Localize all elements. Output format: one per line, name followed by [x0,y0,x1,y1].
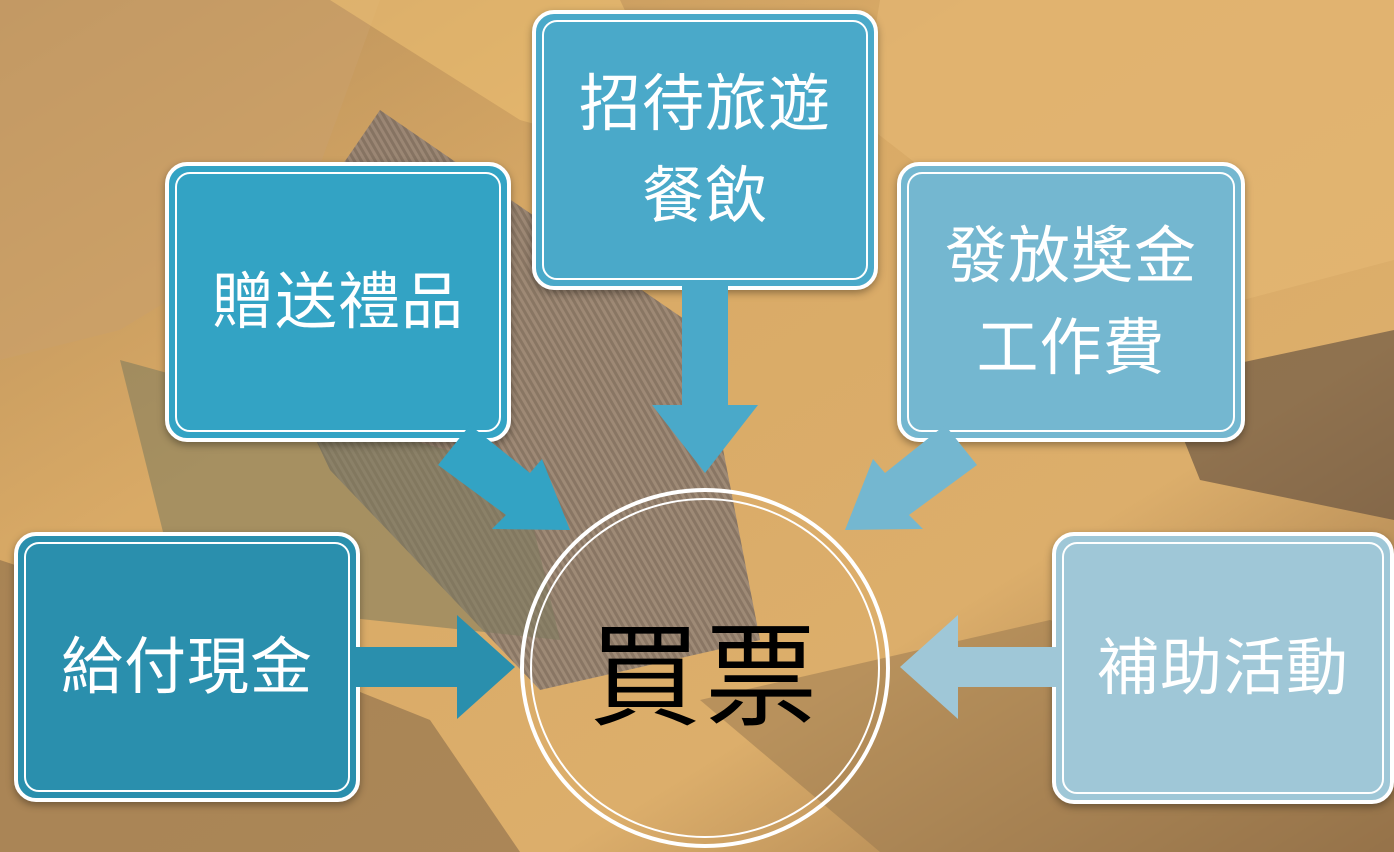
box-give-gifts-line-1: 贈送禮品 [211,265,464,338]
box-hospitality-line-1: 招待旅遊 [578,67,831,140]
box-bonus-line-1: 發放獎金 [944,219,1197,292]
arrow-from-cash [355,615,515,719]
box-bonus-line-2: 工作費 [976,311,1166,384]
box-give-gifts-label: 贈送禮品 [212,256,464,348]
box-hospitality-label: 招待旅遊 餐飲 [579,58,831,242]
box-subsidy-line-1: 補助活動 [1096,631,1349,704]
arrow-from-gifts [438,425,570,530]
box-hospitality-line-2: 餐飲 [641,159,768,232]
arrow-from-hospitality [652,285,758,473]
arrow-from-bonus [845,425,977,530]
center-circle-vote-buying: 買票 [520,488,890,848]
box-bonus-label: 發放獎金 工作費 [945,210,1197,394]
box-bonus-work-fees: 發放獎金 工作費 [897,162,1245,442]
box-subsidy-label: 補助活動 [1097,622,1349,714]
box-hospitality-travel-dining: 招待旅遊 餐飲 [532,10,878,290]
box-give-cash-line-1: 給付現金 [60,630,313,703]
box-give-cash-label: 給付現金 [61,621,313,713]
center-label: 買票 [589,613,821,743]
box-give-gifts: 贈送禮品 [165,162,511,442]
box-give-cash: 給付現金 [14,532,360,802]
box-subsidize-activities: 補助活動 [1052,532,1394,804]
arrow-from-subsidy [900,615,1060,719]
